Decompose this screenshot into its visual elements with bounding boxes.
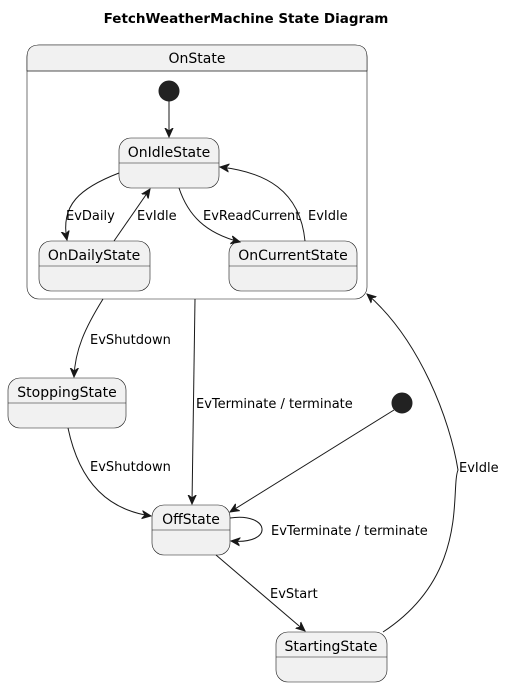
- edge-ev-daily-label: EvDaily: [66, 209, 115, 224]
- on-idle-state-label: OnIdleState: [128, 145, 210, 161]
- edge-ev-terminate-self-label: EvTerminate / terminate: [271, 524, 428, 539]
- on-state-label: OnState: [169, 51, 226, 67]
- stopping-state: StoppingState: [7, 377, 127, 429]
- stopping-state-label: StoppingState: [17, 385, 116, 401]
- diagram-title: FetchWeatherMachine State Diagram: [104, 11, 389, 27]
- edge-ev-terminate-on-label: EvTerminate / terminate: [196, 397, 353, 412]
- on-daily-state-label: OnDailyState: [48, 248, 140, 264]
- on-initial-node: [158, 80, 180, 102]
- edge-ev-shutdown-stopping-label: EvShutdown: [90, 460, 171, 475]
- edge-ev-terminate-self: [230, 516, 263, 541]
- edge-ev-read-current: [178, 187, 240, 242]
- on-idle-state: OnIdleState: [118, 137, 220, 189]
- edge-root-initial-to-off: [230, 409, 395, 512]
- edge-ev-idle-daily-label: EvIdle: [137, 209, 177, 224]
- edge-ev-start: [215, 554, 305, 631]
- edge-ev-shutdown-stopping: [67, 427, 151, 516]
- edge-ev-daily: [66, 172, 120, 240]
- edge-ev-shutdown-on-label: EvShutdown: [90, 333, 171, 348]
- on-daily-state: OnDailyState: [38, 240, 151, 292]
- starting-state-label: StartingState: [285, 639, 378, 655]
- edge-ev-shutdown-on: [74, 298, 104, 377]
- edge-ev-idle-current: [220, 167, 306, 242]
- edge-ev-idle-current-label: EvIdle: [308, 209, 348, 224]
- edge-ev-idle-starting-label: EvIdle: [459, 461, 499, 476]
- starting-state: StartingState: [275, 631, 388, 683]
- on-current-state: OnCurrentState: [228, 240, 358, 292]
- on-current-state-label: OnCurrentState: [238, 248, 348, 264]
- edge-ev-idle-daily: [113, 189, 150, 242]
- edge-ev-idle-starting: [367, 294, 459, 633]
- off-state-label: OffState: [162, 512, 220, 528]
- root-initial-node: [391, 392, 413, 414]
- edge-ev-terminate-on: [192, 298, 195, 504]
- edge-ev-read-current-label: EvReadCurrent: [203, 209, 300, 224]
- edge-ev-start-label: EvStart: [270, 587, 318, 602]
- off-state: OffState: [151, 504, 231, 556]
